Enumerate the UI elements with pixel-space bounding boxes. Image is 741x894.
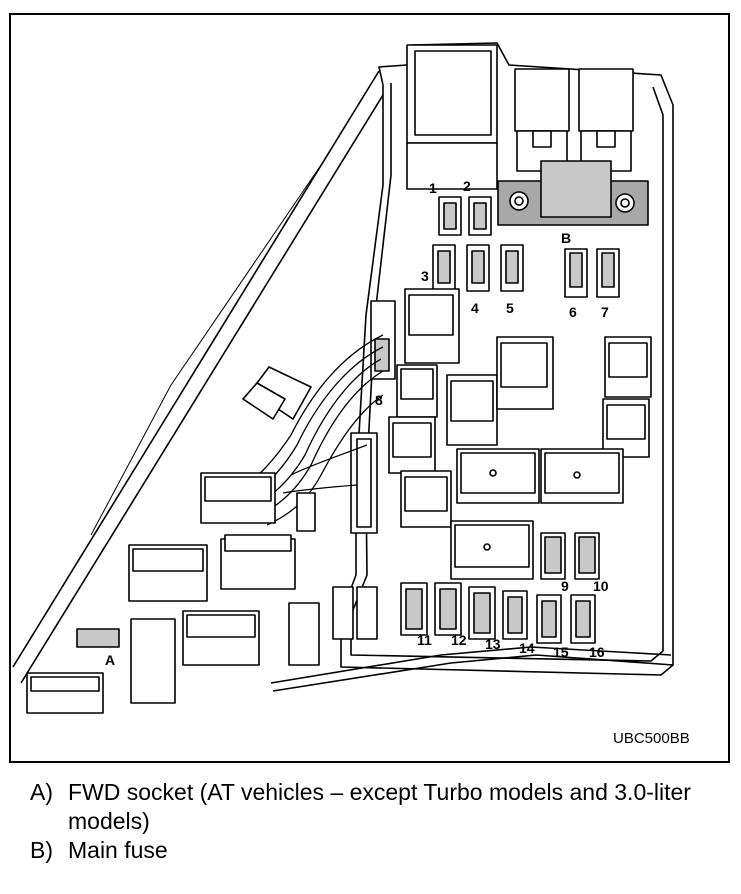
lower-edge-line — [270, 646, 672, 684]
relay-mid-1 — [404, 288, 460, 364]
fuse-2 — [468, 196, 492, 236]
body-panel-edge-2 — [20, 94, 384, 684]
fuse-7 — [596, 248, 620, 298]
harness-connector-4 — [128, 544, 208, 602]
relay-mid-5 — [388, 416, 436, 474]
fuse-16 — [570, 594, 596, 644]
fuse-5 — [500, 244, 524, 292]
label-fuse-7: 7 — [601, 304, 609, 320]
lower-edge-line-2 — [272, 654, 674, 692]
label-fuse-4: 4 — [471, 300, 479, 316]
fuse-10 — [574, 532, 600, 580]
legend-item-a: A) FWD socket (AT vehicles – except Turb… — [30, 778, 730, 836]
fuse-11 — [400, 582, 428, 636]
label-fuse-3: 3 — [421, 268, 429, 284]
harness-connector-1 — [242, 366, 312, 420]
cartridge-fuse-3 — [450, 520, 534, 580]
diagram-frame: A B 1 2 3 4 5 6 7 8 9 10 11 12 13 14 15 … — [9, 13, 730, 763]
label-fuse-14: 14 — [519, 640, 535, 656]
label-fuse-1: 1 — [429, 180, 437, 196]
label-fuse-2: 2 — [463, 178, 471, 194]
label-fuse-12: 12 — [451, 632, 467, 648]
label-fuse-6: 6 — [569, 304, 577, 320]
fwd-socket — [76, 628, 120, 648]
fuse-1 — [438, 196, 462, 236]
side-connector-1 — [332, 586, 378, 640]
relay-top-right-1 — [514, 68, 570, 172]
label-fuse-10: 10 — [593, 578, 609, 594]
fuse-15 — [536, 594, 562, 644]
harness-connector-7 — [26, 672, 104, 714]
fuse-12 — [434, 582, 462, 636]
harness-connector-2 — [200, 472, 276, 524]
cable-line-1 — [90, 164, 322, 536]
relay-right-2 — [602, 398, 650, 458]
harness-connector-3 — [220, 534, 296, 590]
fuse-13 — [468, 586, 496, 640]
harness-connector-6 — [130, 618, 176, 704]
label-fuse-16: 16 — [589, 644, 605, 660]
connector-strip — [350, 432, 378, 534]
relay-right-1 — [604, 336, 652, 398]
side-connector-2 — [288, 602, 320, 666]
large-relay — [406, 44, 498, 190]
cartridge-fuse-2 — [540, 448, 624, 504]
legend-text: Main fuse — [68, 837, 168, 863]
fuse-box-diagram: A B 1 2 3 4 5 6 7 8 9 10 11 12 13 14 15 … — [12, 42, 690, 747]
label-fuse-15: 15 — [553, 644, 569, 660]
legend-item-b: B) Main fuse — [30, 836, 730, 865]
label-fuse-13: 13 — [485, 636, 501, 652]
relay-mid-2 — [396, 364, 438, 418]
label-fuse-5: 5 — [506, 300, 514, 316]
legend-key: A) — [30, 779, 53, 805]
body-panel-edge — [12, 70, 380, 668]
legend-text: FWD socket (AT vehicles – except Turbo m… — [68, 779, 691, 834]
fuse-6 — [564, 248, 588, 298]
fuse-9 — [540, 532, 566, 580]
main-fuse — [497, 160, 649, 226]
relay-top-right-2 — [578, 68, 634, 172]
relay-mid-3 — [446, 374, 498, 446]
fuse-3 — [432, 244, 456, 292]
label-b: B — [561, 230, 571, 246]
label-fuse-11: 11 — [417, 632, 432, 648]
legend-key: B) — [30, 837, 53, 863]
fuse-14 — [502, 590, 528, 640]
label-fuse-8: 8 — [375, 392, 383, 408]
label-fuse-9: 9 — [561, 578, 569, 594]
relay-mid-4 — [496, 336, 554, 410]
relay-mid-6 — [400, 470, 452, 528]
harness-clip — [296, 492, 316, 532]
figure-code: UBC500BB — [613, 730, 690, 747]
fuse-4 — [466, 244, 490, 292]
cartridge-fuse-1 — [456, 448, 540, 504]
legend: A) FWD socket (AT vehicles – except Turb… — [30, 778, 730, 865]
label-a: A — [105, 652, 115, 668]
harness-connector-5 — [182, 610, 260, 666]
